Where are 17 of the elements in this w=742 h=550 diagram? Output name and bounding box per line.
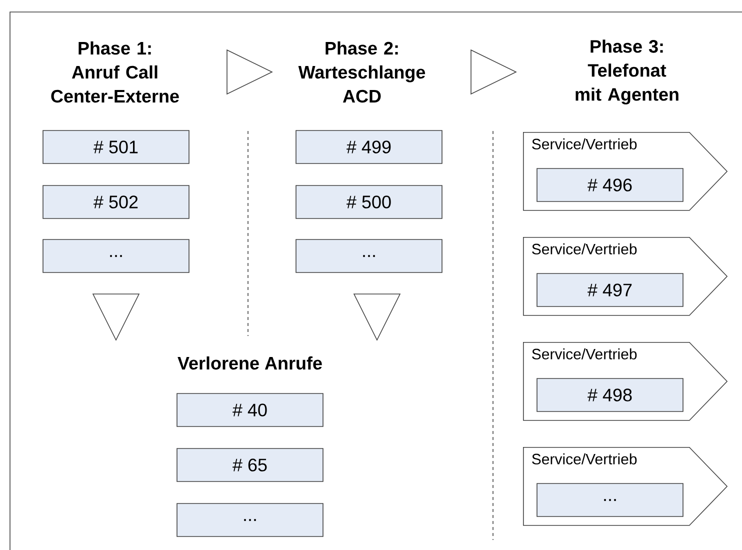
call-box: # 500 — [296, 185, 442, 219]
phase-heading: Phase 3: Telefonat mit Agenten — [576, 40, 678, 104]
section-heading: Verlorene Anrufe — [178, 356, 322, 370]
call-box: ... — [536, 483, 684, 517]
call-box: ... — [176, 503, 324, 537]
call-box: ... — [296, 239, 442, 273]
call-box: # 65 — [176, 448, 324, 482]
call-box: # 40 — [176, 393, 324, 427]
call-box: # 501 — [42, 130, 190, 164]
call-box: # 498 — [536, 378, 684, 412]
call-box: # 496 — [536, 168, 684, 202]
call-box: # 502 — [42, 185, 190, 219]
call-box: # 497 — [536, 273, 684, 307]
call-box: ... — [42, 239, 190, 273]
phase-heading: Phase 2: Warteschlange ACD — [298, 41, 426, 103]
call-box: # 499 — [296, 130, 442, 164]
phase-heading: Phase 1: Anruf Call Center-Externe — [51, 41, 179, 103]
